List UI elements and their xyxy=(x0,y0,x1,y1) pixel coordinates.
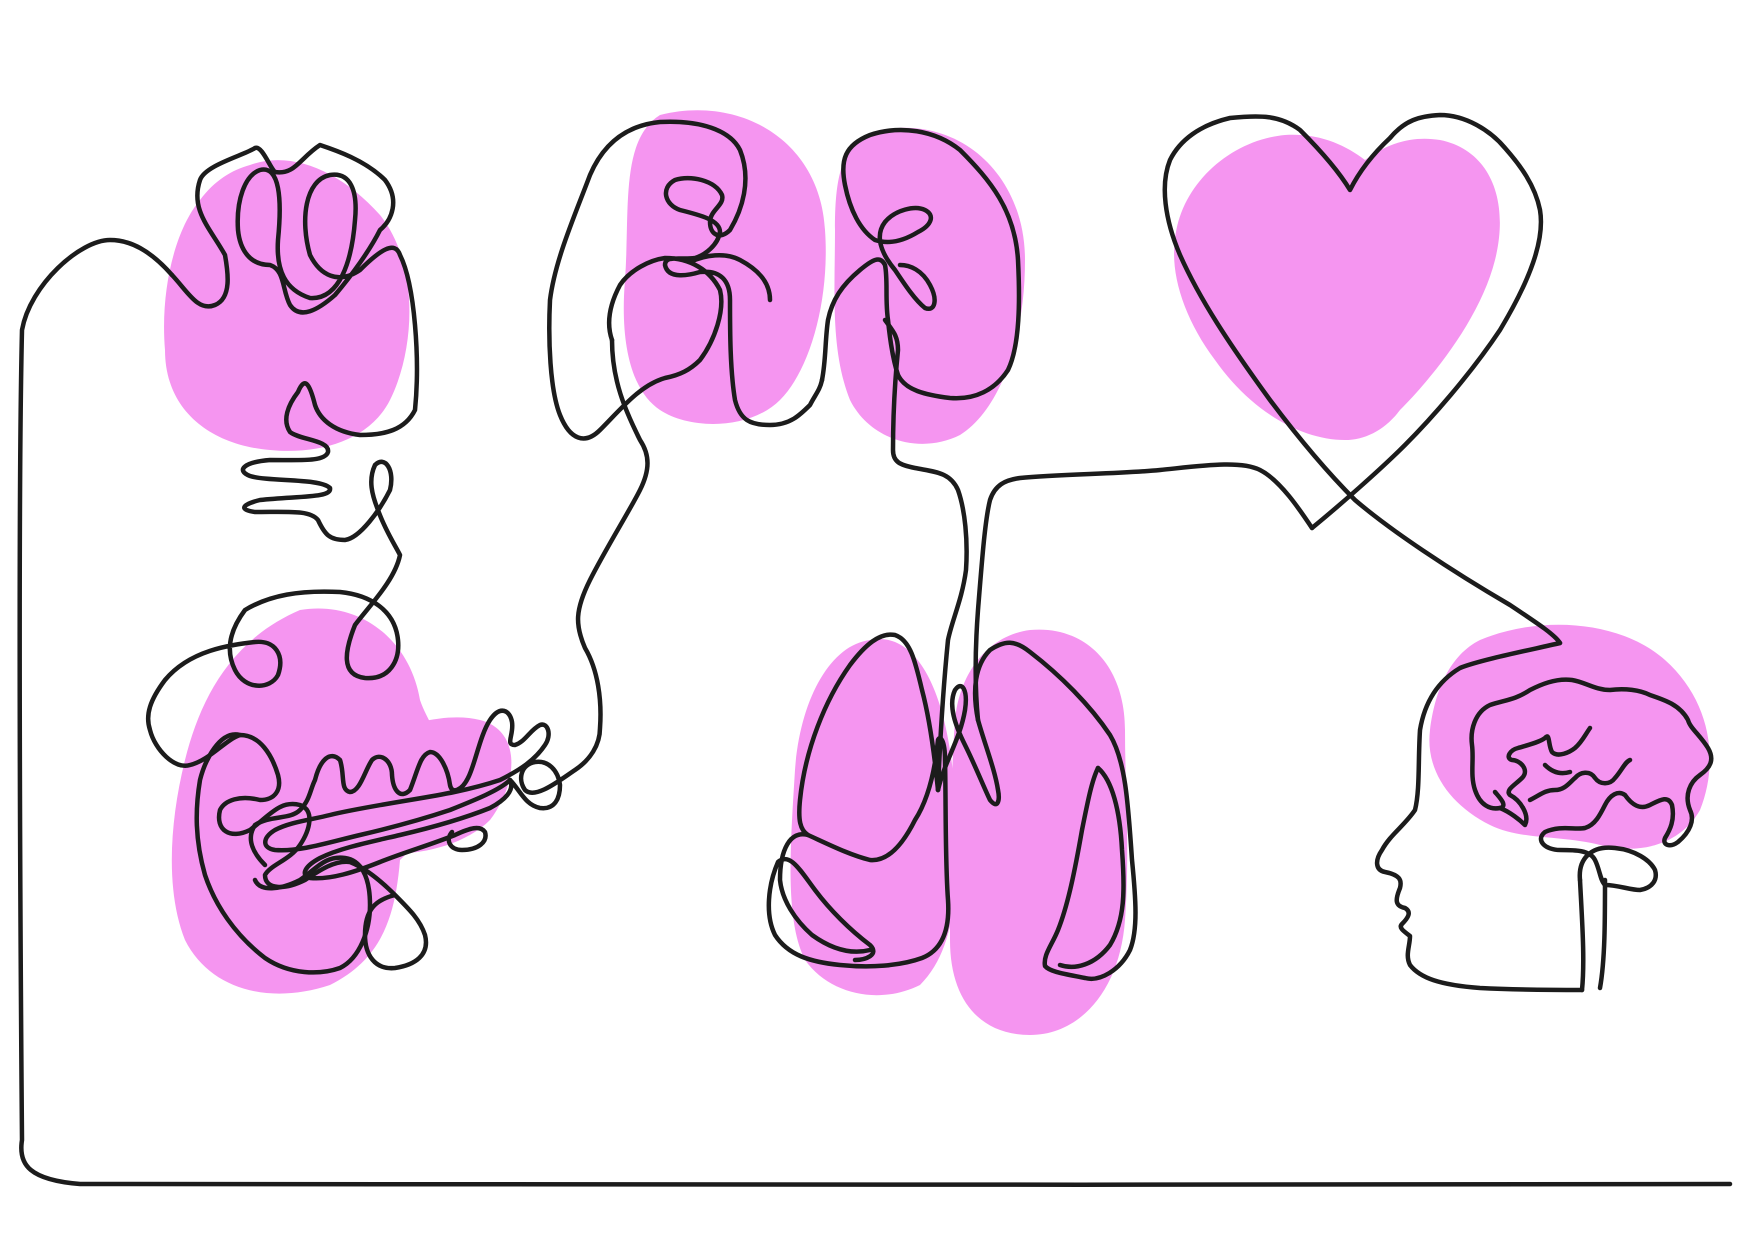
pancreas-squiggle xyxy=(248,708,551,881)
stomach-blob xyxy=(171,608,453,994)
brain-outline xyxy=(1469,677,1714,893)
pancreas-tail xyxy=(507,337,650,811)
brain-blob xyxy=(1429,624,1710,849)
pink-blobs xyxy=(164,110,1710,1035)
neck-line xyxy=(1577,877,1608,993)
lung-left-inner xyxy=(777,832,873,954)
lung-left-outline xyxy=(766,632,951,969)
thyroid-outline xyxy=(145,142,429,971)
kidney-left-outline xyxy=(547,119,825,441)
kidney-left-blob xyxy=(623,110,826,424)
lung-right-inner xyxy=(1057,765,1126,970)
lung-left-blob xyxy=(790,639,957,996)
trachea-line xyxy=(973,462,1315,723)
head-outline xyxy=(1374,640,1585,993)
kidney-left-ureter xyxy=(687,253,773,303)
heart-outline xyxy=(1162,112,1563,646)
lung-right-blob xyxy=(950,629,1128,1035)
stomach-outline xyxy=(194,732,373,975)
base-line xyxy=(17,237,1733,1187)
line-art xyxy=(17,112,1733,1187)
kidney-right-outline xyxy=(819,127,1022,401)
heart-blob xyxy=(1174,134,1500,440)
lung-right-outline xyxy=(935,640,1138,982)
thyroid-blob xyxy=(164,160,410,451)
kidney-right-ureter xyxy=(882,317,969,793)
brain-folds xyxy=(1497,725,1633,828)
